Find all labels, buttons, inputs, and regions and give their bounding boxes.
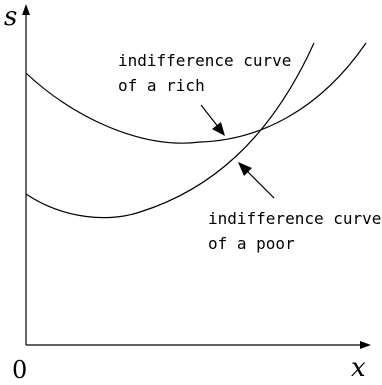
x-axis-label: x (351, 353, 366, 383)
rich-curve-label-line-2: of a rich (118, 76, 205, 95)
x-axis-arrowhead (360, 341, 371, 349)
rich-label-arrow-shaft (200, 104, 220, 129)
rich-label-arrowhead (212, 122, 225, 136)
poor-label-arrowhead (238, 162, 252, 176)
poor-curve-label-line-1: indifference curve (208, 209, 381, 228)
y-axis-label: s (4, 2, 17, 32)
rich-indifference-curve (25, 42, 367, 144)
y-axis-arrowhead (22, 4, 30, 15)
poor-indifference-curve (25, 42, 315, 219)
poor-label-arrow-shaft (245, 169, 275, 199)
rich-curve-label-line-1: indifference curve (118, 51, 291, 70)
origin-label: 0 (12, 356, 27, 384)
poor-curve-label-line-2: of a poor (208, 234, 295, 253)
